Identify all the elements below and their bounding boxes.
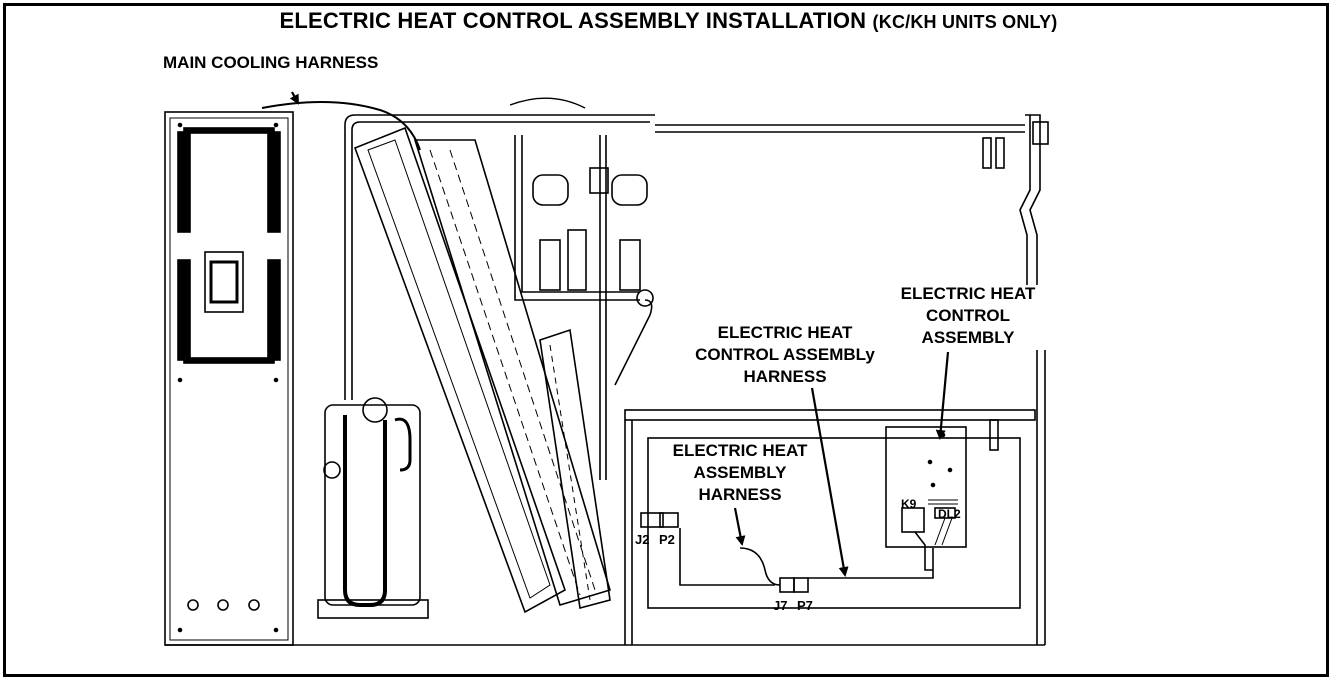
heater-compartment bbox=[624, 409, 1036, 645]
right-frame bbox=[982, 114, 1049, 645]
diagram-title: ELECTRIC HEAT CONTROL ASSEMBLY INSTALLAT… bbox=[0, 8, 1337, 34]
callout-line: ASSEMBLY bbox=[693, 463, 787, 482]
harness-wire bbox=[509, 97, 586, 109]
connector-label-p2: P2 bbox=[659, 532, 675, 547]
callout-line: ELECTRIC HEAT bbox=[900, 284, 1036, 303]
leader-arrow bbox=[733, 507, 746, 546]
leader-arrow bbox=[935, 351, 950, 440]
callout-line: ASSEMBLY bbox=[921, 328, 1015, 347]
title-qualifier: (KC/KH UNITS ONLY) bbox=[872, 12, 1058, 32]
compressor bbox=[317, 397, 429, 619]
connector-label-j2: J2 bbox=[635, 532, 649, 547]
connector-label-k9: K9 bbox=[901, 497, 917, 511]
callout-electric-heat-assembly-harness: ELECTRIC HEAT ASSEMBLY HARNESS bbox=[640, 440, 840, 506]
callout-electric-heat-control-assembly-harness: ELECTRIC HEAT CONTROL ASSEMBLy HARNESS bbox=[660, 322, 910, 388]
evaporator-coil bbox=[353, 126, 611, 614]
callout-electric-heat-control-assembly: ELECTRIC HEAT CONTROL ASSEMBLY bbox=[868, 283, 1068, 349]
reversing-valves bbox=[532, 167, 654, 307]
callout-main-cooling-harness: MAIN COOLING HARNESS bbox=[163, 53, 379, 72]
title-main: ELECTRIC HEAT CONTROL ASSEMBLY INSTALLAT… bbox=[279, 8, 867, 33]
callout-line: ELECTRIC HEAT bbox=[672, 441, 808, 460]
heater-harness-wiring bbox=[640, 512, 934, 593]
leader-arrow bbox=[289, 91, 299, 105]
leader-arrow bbox=[810, 387, 849, 577]
connector-label-dl2: DL2 bbox=[938, 507, 961, 521]
refrigerant-tubing bbox=[344, 114, 1025, 480]
connector-label-p7: P7 bbox=[797, 598, 813, 613]
callout-line: CONTROL bbox=[925, 306, 1011, 325]
callout-line: HARNESS bbox=[743, 367, 827, 386]
electric-heat-control-board bbox=[885, 426, 967, 571]
callout-line: HARNESS bbox=[698, 485, 782, 504]
border-frame bbox=[3, 3, 1329, 677]
control-panel bbox=[164, 111, 294, 646]
callout-line: ELECTRIC HEAT bbox=[717, 323, 853, 342]
connector-label-j7: J7 bbox=[773, 598, 787, 613]
callout-line: CONTROL ASSEMBLy bbox=[695, 345, 875, 364]
